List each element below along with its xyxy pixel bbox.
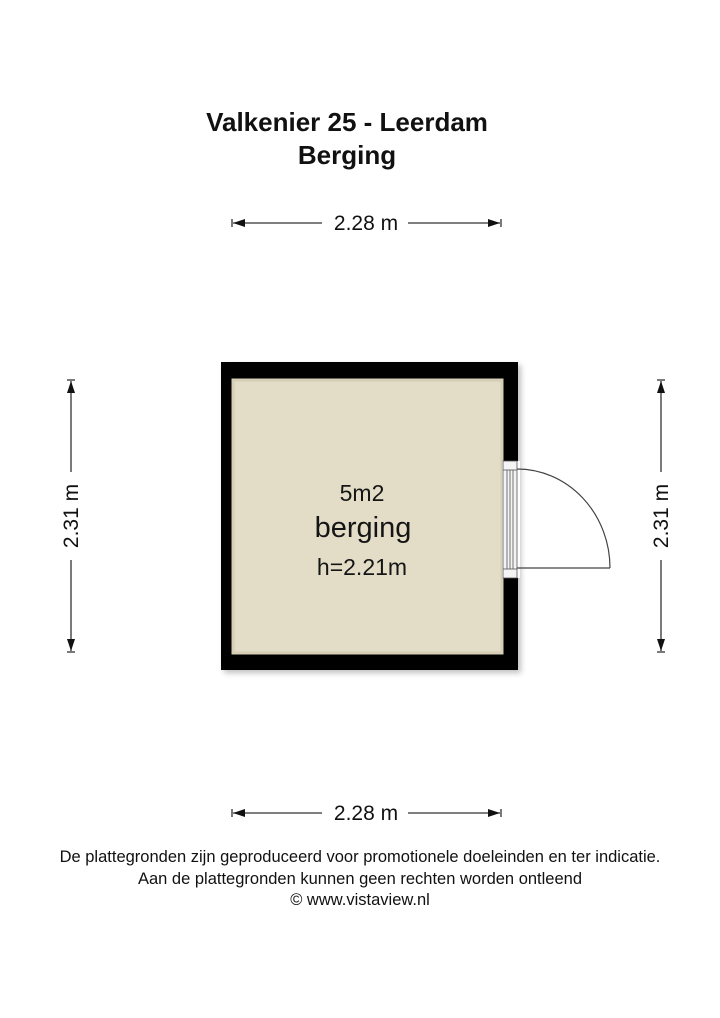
dimension-right-label: 2.31 m (650, 484, 673, 548)
arrow-right-icon (488, 809, 500, 817)
arrow-left-icon (233, 809, 245, 817)
arrow-up-icon (657, 381, 665, 393)
dimension-top-label: 2.28 m (334, 212, 398, 235)
dimension-left-label: 2.31 m (60, 484, 83, 548)
arrow-right-icon (488, 219, 500, 227)
dimension-top: 2.28 m (231, 212, 502, 235)
disclaimer-line-1: De plattegronden zijn geproduceerd voor … (59, 848, 661, 866)
copyright-link[interactable]: © www.vistaview.nl (290, 891, 430, 909)
room-area: 5m2 (340, 480, 385, 506)
door (502, 460, 611, 579)
plan-title: Valkenier 25 - Leerdam (206, 107, 488, 137)
arrow-up-icon (67, 381, 75, 393)
room-berging (221, 362, 518, 670)
room-height: h=2.21m (317, 554, 407, 580)
disclaimer-line-2: Aan de plattegronden kunnen geen rechten… (137, 870, 583, 888)
arrow-down-icon (657, 639, 665, 651)
dimension-bottom: 2.28 m (231, 802, 502, 825)
arrow-left-icon (233, 219, 245, 227)
door-swing-icon (516, 468, 611, 569)
room-floor (233, 380, 502, 653)
room-name: berging (315, 512, 412, 544)
dimension-right: 2.31 m (650, 379, 673, 653)
dimension-left: 2.31 m (60, 379, 83, 653)
dimension-bottom-label: 2.28 m (334, 802, 398, 825)
plan-subtitle: Berging (297, 140, 397, 170)
arrow-down-icon (67, 639, 75, 651)
